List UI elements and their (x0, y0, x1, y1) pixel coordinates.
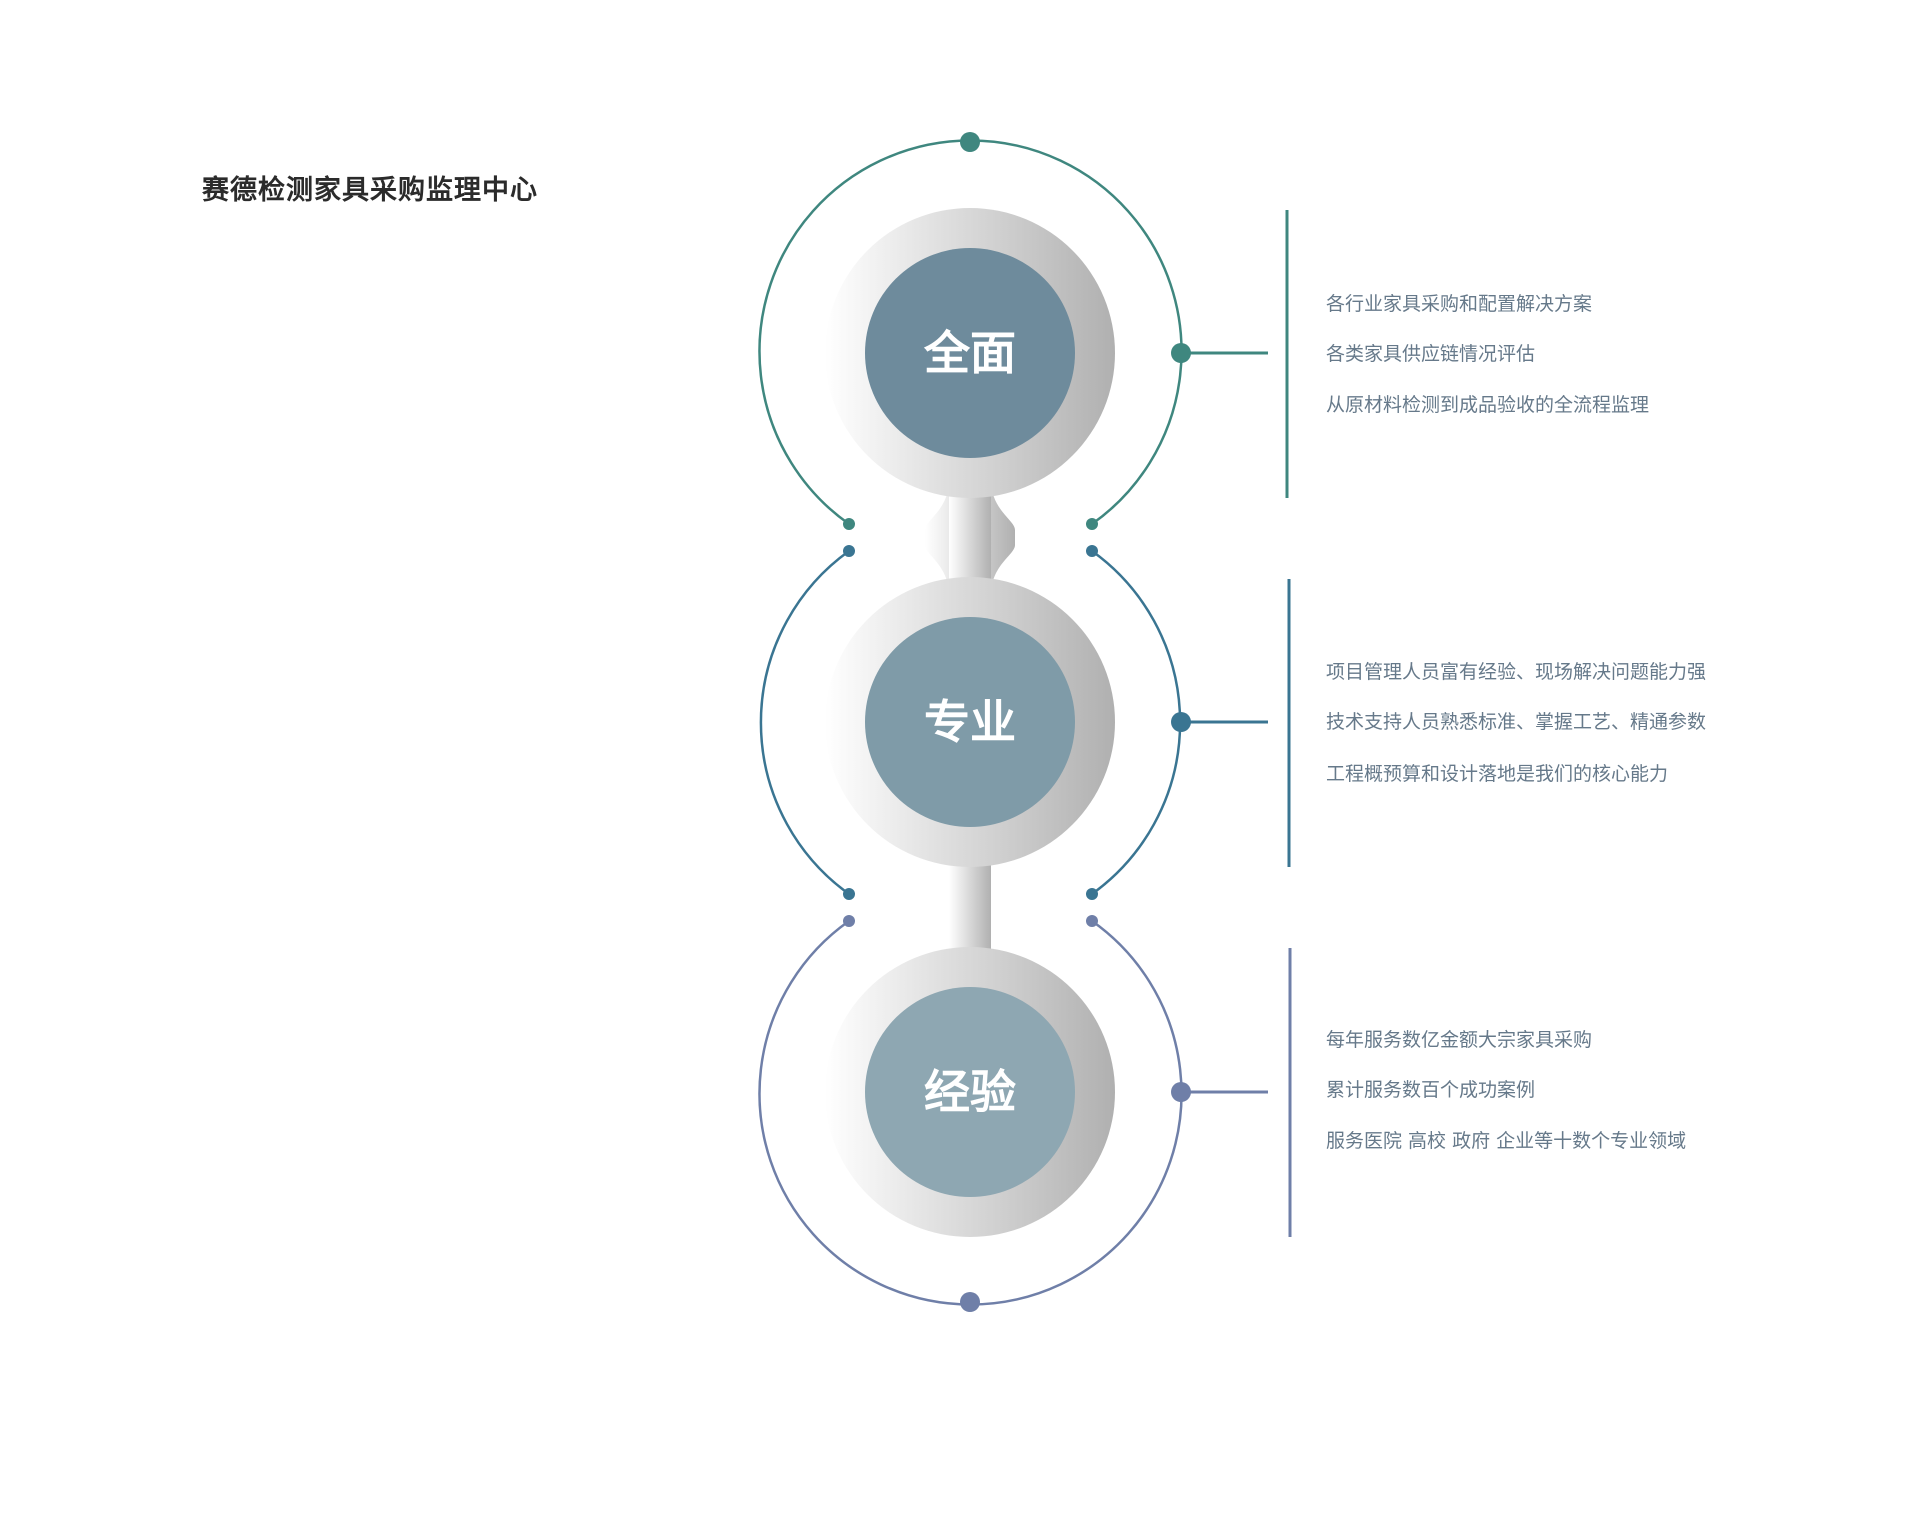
list-item: 从原材料检测到成品验收的全流程监理 (1326, 394, 1650, 416)
connector-dot (1171, 343, 1191, 363)
list-item: 服务医院 高校 政府 企业等十数个专业领域 (1326, 1130, 1687, 1152)
dot (1086, 518, 1098, 530)
dot (1086, 545, 1098, 557)
circle-professional (865, 617, 1075, 827)
dot (960, 1292, 980, 1312)
list-item: 技术支持人员熟悉标准、掌握工艺、精通参数 (1326, 711, 1707, 733)
list-item: 各行业家具采购和配置解决方案 (1326, 293, 1593, 315)
circle-experience (865, 987, 1075, 1197)
list-item: 各类家具供应链情况评估 (1326, 343, 1536, 365)
list-item: 累计服务数百个成功案例 (1326, 1079, 1536, 1101)
page-title: 赛德检测家具采购监理中心 (202, 175, 538, 206)
dot (843, 518, 855, 530)
circle-comprehensive (865, 248, 1075, 458)
dot (843, 888, 855, 900)
section-label: 经验 (924, 1065, 1016, 1119)
section-label: 专业 (924, 695, 1016, 749)
dot (960, 132, 980, 152)
arc-middle-left (759, 549, 850, 896)
dot (1086, 915, 1098, 927)
section-label: 全面 (923, 326, 1016, 380)
list-item: 每年服务数亿金额大宗家具采购 (1326, 1029, 1593, 1051)
dot (843, 545, 855, 557)
connector-dot (1171, 1082, 1191, 1102)
dot (1086, 888, 1098, 900)
dot (843, 915, 855, 927)
list-item: 项目管理人员富有经验、现场解决问题能力强 (1326, 661, 1707, 683)
connector-dot (1171, 712, 1191, 732)
list-item: 工程概预算和设计落地是我们的核心能力 (1326, 763, 1669, 785)
